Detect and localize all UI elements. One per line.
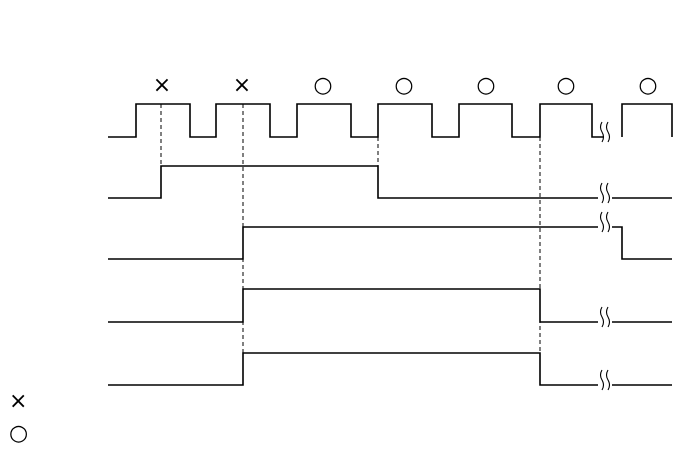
signal-2-waveform (108, 226, 672, 260)
signal-4-break-mark (599, 369, 611, 391)
legend-symbol-cross: × (9, 389, 28, 414)
clock-mark-1: × (153, 73, 171, 98)
signal-1-break-mark (599, 182, 611, 204)
clock-mark-4: ○ (394, 73, 413, 98)
signal-1-waveform (108, 165, 672, 199)
clock-mark-3: ○ (313, 73, 332, 98)
legend-symbol-circle: ○ (9, 421, 29, 446)
clock-mark-6: ○ (556, 73, 575, 98)
clock-mark-5: ○ (476, 73, 495, 98)
signal-4-waveform (108, 352, 672, 386)
alignment-guides (160, 104, 541, 385)
signal-3-break-mark (599, 306, 611, 328)
clock-marks: × × ○ ○ ○ ○ ○ (153, 73, 658, 98)
clock-waveform (108, 103, 673, 138)
clock-break-mark (599, 121, 611, 143)
signal-3-waveform (108, 288, 672, 323)
clock-mark-2: × (233, 73, 251, 98)
signal-2-break-mark (599, 211, 611, 233)
clock-mark-7: ○ (638, 73, 657, 98)
